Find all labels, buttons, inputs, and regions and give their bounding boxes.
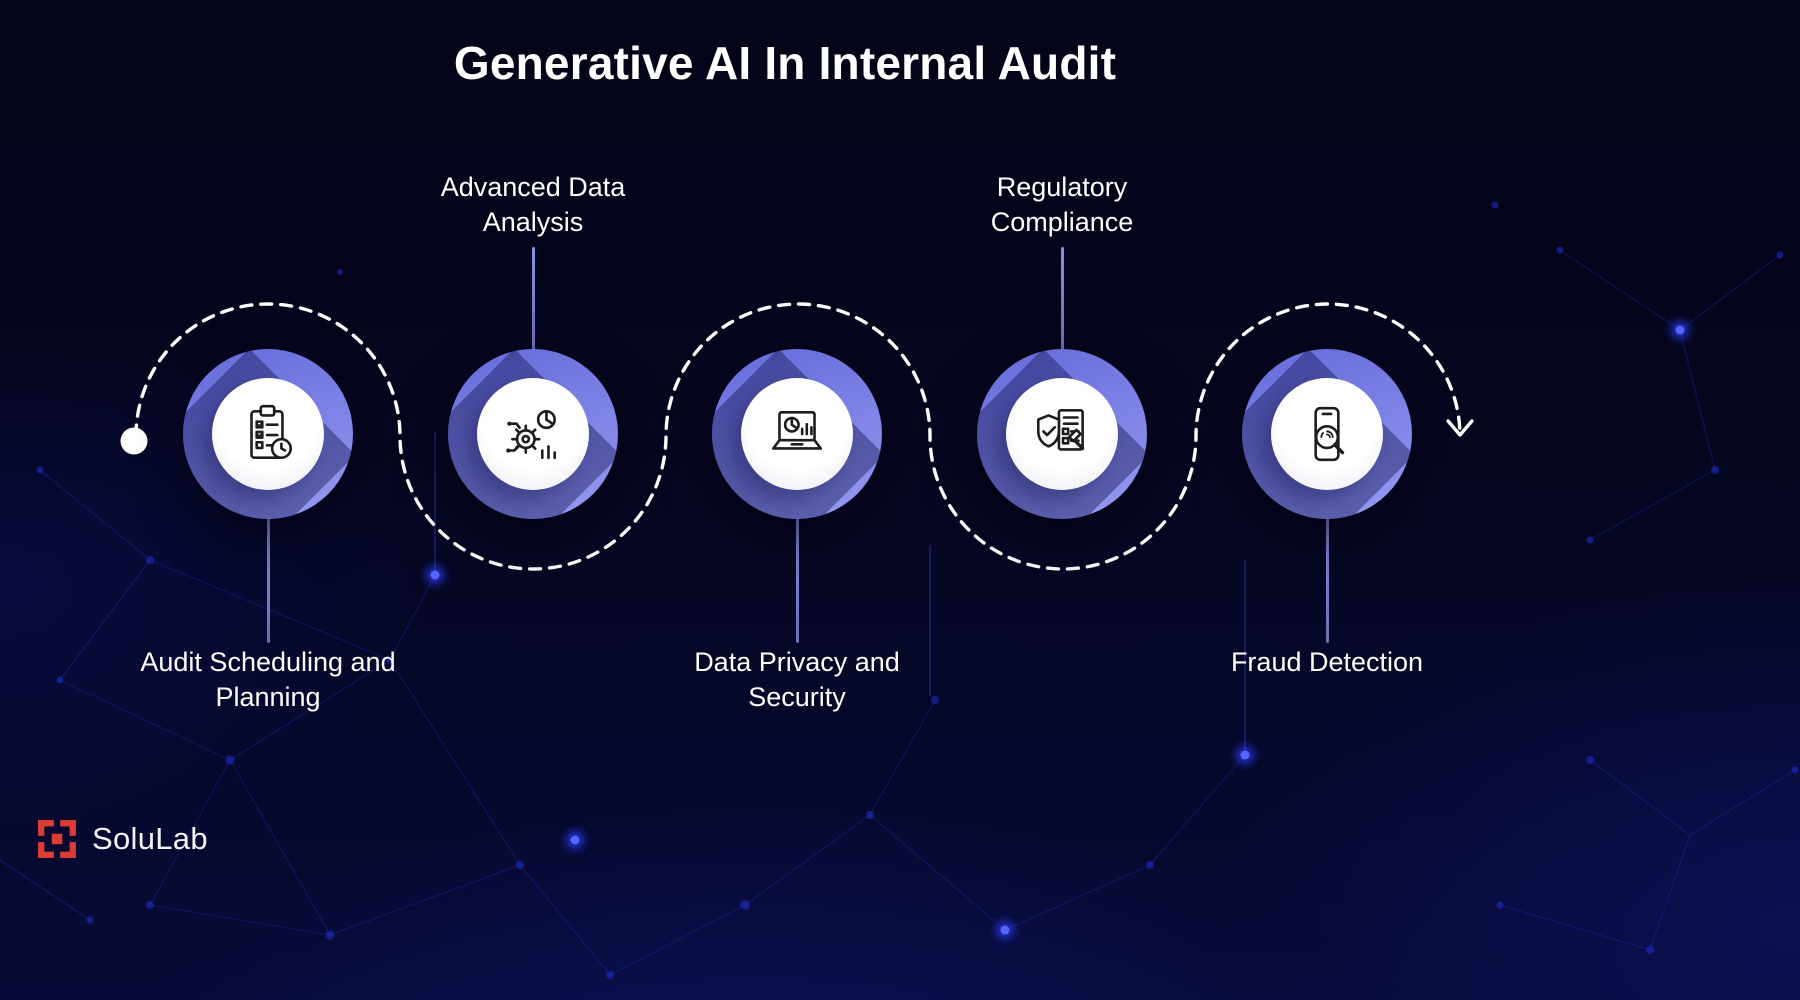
step-circle-advanced-data-analysis xyxy=(448,349,618,519)
brand-logo: SoluLab xyxy=(36,818,208,860)
shield-check-document-gavel-icon xyxy=(1029,401,1095,467)
step-icon-disc xyxy=(212,378,324,490)
label-connector-line xyxy=(532,247,535,353)
step-circle-regulatory-compliance xyxy=(977,349,1147,519)
gear-pie-bars-circuit-icon xyxy=(506,401,566,467)
step-icon-disc xyxy=(741,378,853,490)
label-connector-line xyxy=(1061,247,1064,353)
step-label-fraud-detection: Fraud Detection xyxy=(1230,647,1424,677)
step-icon-disc xyxy=(477,378,589,490)
brand-name: SoluLab xyxy=(92,821,208,856)
step-icon-disc xyxy=(1271,378,1383,490)
mesh-dots xyxy=(36,201,1799,979)
step-label-advanced-data-analysis: Advanced Data Analysis xyxy=(440,172,626,238)
step-label-data-privacy: Data Privacy and Security xyxy=(694,647,900,713)
label-connector-line xyxy=(796,515,799,643)
solulab-logo-icon xyxy=(38,820,76,858)
glow-dots xyxy=(426,321,1689,939)
clipboard-checklist-clock-icon xyxy=(235,401,301,467)
step-circle-fraud-detection xyxy=(1242,349,1412,519)
step-icon-disc xyxy=(1006,378,1118,490)
step-circle-audit-scheduling xyxy=(183,349,353,519)
label-connector-line xyxy=(267,515,270,643)
step-label-audit-scheduling: Audit Scheduling and Planning xyxy=(140,647,396,713)
phone-magnifier-fingerprint-icon xyxy=(1294,401,1360,467)
laptop-pie-bar-chart-icon xyxy=(764,401,830,467)
label-connector-line xyxy=(1326,515,1329,643)
step-circle-data-privacy xyxy=(712,349,882,519)
page-title: Generative AI In Internal Audit xyxy=(453,37,1117,89)
step-label-regulatory-compliance: Regulatory Compliance xyxy=(990,172,1134,238)
